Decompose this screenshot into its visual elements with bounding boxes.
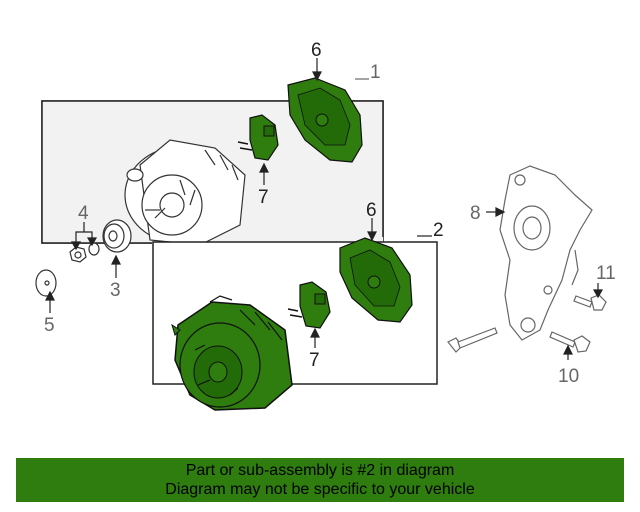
nut-washer-part — [69, 242, 100, 263]
info-banner: Part or sub-assembly is #2 in diagram Di… — [16, 458, 624, 502]
banner-line-1: Part or sub-assembly is #2 in diagram — [185, 462, 455, 479]
rear-cover-highlight-lower — [339, 237, 413, 323]
callout-7-lower: 7 — [309, 350, 320, 371]
callout-8: 8 — [470, 203, 481, 224]
callout-11: 11 — [596, 263, 616, 284]
callout-5: 5 — [44, 315, 55, 336]
alternator-outline-drawing — [124, 139, 246, 246]
callout-10: 10 — [558, 366, 579, 387]
regulator-highlight-lower — [287, 281, 331, 329]
leader-lines — [45, 58, 604, 360]
mounting-bracket — [499, 165, 593, 341]
callout-labels: 6 1 7 6 2 7 4 3 5 8 11 10 — [44, 40, 616, 387]
alternator-highlight — [171, 295, 293, 411]
bolt-10 — [549, 331, 591, 353]
callout-4: 4 — [78, 203, 89, 224]
callout-6-lower: 6 — [366, 200, 377, 221]
cap-part — [35, 269, 57, 297]
bolt-11 — [573, 294, 607, 311]
callout-2: 2 — [433, 220, 444, 241]
callout-3: 3 — [110, 280, 121, 301]
callout-7-upper: 7 — [258, 187, 269, 208]
callout-6-upper: 6 — [311, 40, 322, 61]
regulator-highlight-upper — [237, 114, 279, 161]
banner-line-2: Diagram may not be specific to your vehi… — [165, 481, 475, 498]
pulley-part — [102, 219, 132, 253]
long-bolt — [447, 327, 498, 353]
rear-cover-highlight-upper — [287, 77, 363, 163]
callout-1: 1 — [370, 62, 381, 83]
